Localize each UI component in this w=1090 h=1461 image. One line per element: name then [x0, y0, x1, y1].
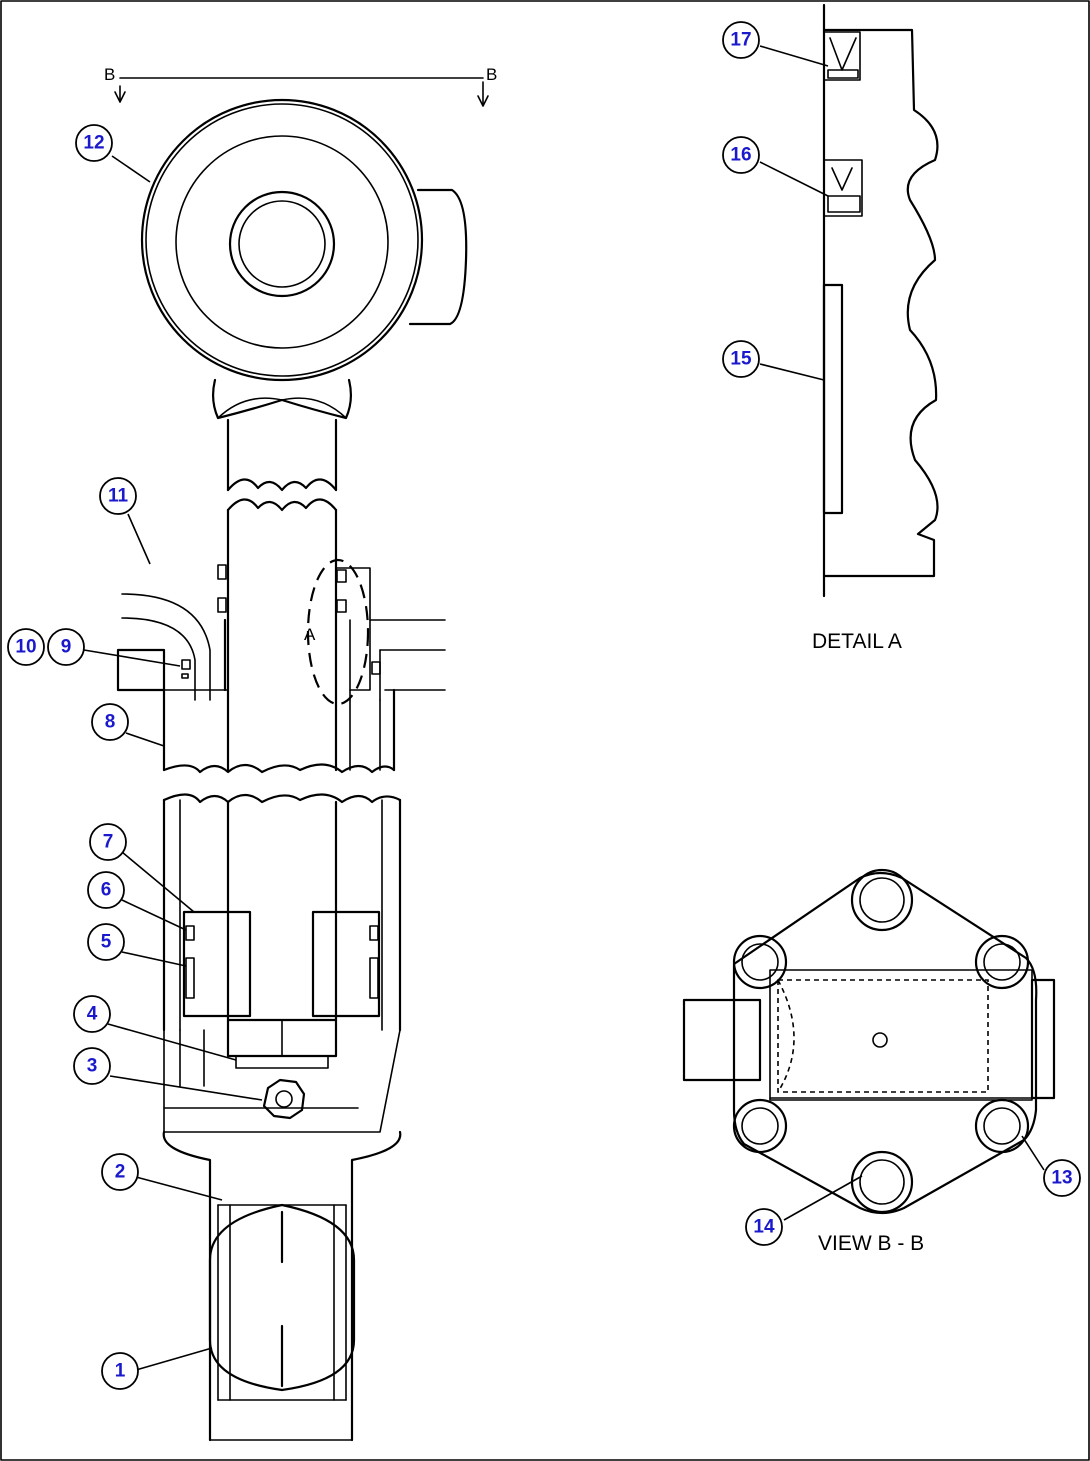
callout-6: 6: [87, 871, 125, 909]
callout-12-label: 12: [83, 133, 104, 154]
cylinder-barrel-lower: [162, 793, 402, 1442]
callout-3-label: 3: [87, 1056, 98, 1077]
callout-9: 9: [47, 628, 85, 666]
detail-a-marker: A: [304, 625, 316, 644]
section-marker-right-label: B: [486, 65, 497, 84]
callout-11-label: 11: [108, 486, 129, 507]
callout-3: 3: [73, 1047, 111, 1085]
callout-11: 11: [99, 477, 137, 515]
callout-16: 16: [722, 136, 760, 174]
callout-14: 14: [745, 1208, 783, 1246]
callout-5-label: 5: [101, 932, 112, 953]
callout-10: 10: [7, 628, 45, 666]
detail-a-boundary: [306, 558, 370, 706]
callout-2: 2: [101, 1153, 139, 1191]
callout-9-label: 9: [61, 637, 72, 658]
callout-17-label: 17: [730, 30, 751, 51]
section-marker-bb: B B: [104, 65, 497, 107]
detail-a-caption: DETAIL A: [812, 630, 902, 653]
callout-4: 4: [73, 995, 111, 1033]
callout-5: 5: [87, 923, 125, 961]
callout-12: 12: [75, 124, 113, 162]
callout-10-label: 10: [15, 637, 36, 658]
callout-6-label: 6: [101, 880, 112, 901]
rod-end-eye: [140, 98, 468, 492]
callout-1-label: 1: [115, 1361, 126, 1382]
detail-a-view: DETAIL A: [812, 3, 939, 653]
callout-7: 7: [89, 823, 127, 861]
view-bb-caption: VIEW B - B: [818, 1232, 924, 1255]
bottom-eye: [208, 1203, 356, 1441]
callout-15-label: 15: [730, 349, 752, 370]
callout-1: 1: [101, 1352, 139, 1390]
callout-17: 17: [722, 21, 760, 59]
leader-lines: [83, 45, 1045, 1371]
callout-2-label: 2: [115, 1162, 126, 1183]
callout-15: 15: [722, 340, 760, 378]
callout-16-label: 16: [730, 145, 751, 166]
callout-4-label: 4: [87, 1004, 98, 1025]
callout-balloons: 1 2 3 4 5 6 7 8 9 10 11 12 13 14 15 16 1…: [7, 21, 1081, 1390]
callout-7-label: 7: [103, 832, 114, 853]
callout-8-label: 8: [105, 712, 116, 733]
section-marker-left-label: B: [104, 65, 115, 84]
callout-13-label: 13: [1051, 1168, 1072, 1189]
callout-8: 8: [91, 703, 129, 741]
view-bb: VIEW B - B: [682, 868, 1056, 1255]
cylinder-rod-upper: A: [116, 498, 446, 774]
callout-14-label: 14: [753, 1217, 775, 1238]
callout-13: 13: [1043, 1159, 1081, 1197]
